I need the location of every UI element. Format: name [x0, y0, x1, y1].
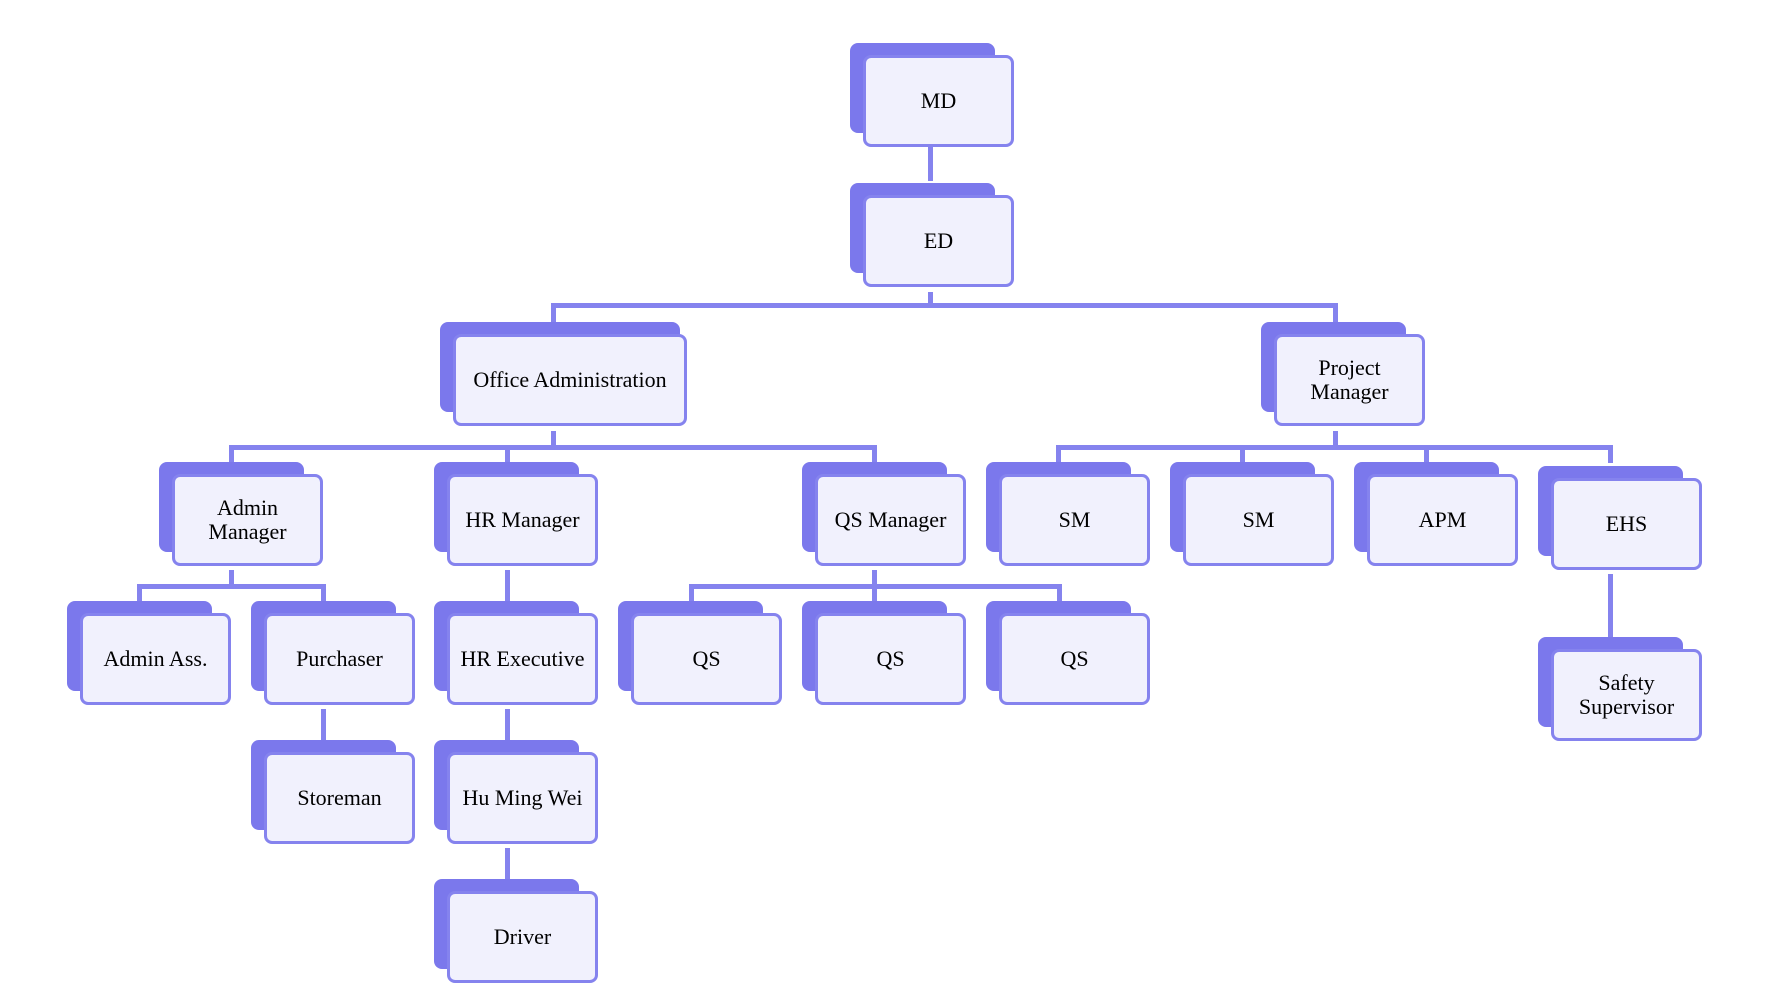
node-label: QS Manager [815, 474, 966, 566]
node-hr-executive: HR Executive [434, 601, 598, 705]
connector-to-purchaser [321, 584, 326, 602]
node-label: QS [815, 613, 966, 705]
connector-hr-manager-hr-executive [505, 570, 510, 602]
connector-to-office-admin [551, 303, 556, 325]
node-label: Project Manager [1274, 334, 1425, 426]
node-storeman: Storeman [251, 740, 415, 844]
connector-to-qs-1 [689, 584, 694, 602]
node-label: MD [863, 55, 1014, 147]
node-label: Admin Manager [172, 474, 323, 566]
connector-to-hr-manager [505, 445, 510, 463]
node-label: Driver [447, 891, 598, 983]
node-admin-ass: Admin Ass. [67, 601, 231, 705]
connector-to-qs-manager [872, 445, 877, 463]
connector-to-admin-ass [137, 584, 142, 602]
connector-ehs-safety-supervisor [1608, 574, 1613, 642]
connector-admin-manager-down [229, 570, 234, 588]
node-admin-manager: Admin Manager [159, 462, 323, 566]
node-label: APM [1367, 474, 1518, 566]
connector-to-sm-1 [1056, 445, 1061, 463]
node-apm: APM [1354, 462, 1518, 566]
node-label: SM [999, 474, 1150, 566]
node-sm-1: SM [986, 462, 1150, 566]
connector-office-admin-bus [229, 445, 877, 450]
connector-admin-manager-bus [137, 584, 326, 589]
node-sm-2: SM [1170, 462, 1334, 566]
connector-to-apm [1424, 445, 1429, 463]
node-project-manager: Project Manager [1261, 322, 1425, 426]
node-label: HR Manager [447, 474, 598, 566]
connector-qs-manager-down [872, 570, 877, 588]
connector-office-admin-down [551, 431, 556, 449]
node-ed: ED [850, 183, 1014, 287]
node-md: MD [850, 43, 1014, 147]
node-office-administration: Office Administration [440, 322, 687, 426]
connector-hu-ming-wei-driver [505, 848, 510, 880]
node-label: ED [863, 195, 1014, 287]
connector-hr-executive-hu-ming-wei [505, 709, 510, 741]
connector-to-project-manager [1333, 303, 1338, 325]
node-label: Safety Supervisor [1551, 649, 1702, 741]
node-qs-manager: QS Manager [802, 462, 966, 566]
connector-to-qs-2 [872, 584, 877, 602]
connector-project-manager-down [1333, 431, 1338, 449]
node-qs-1: QS [618, 601, 782, 705]
node-label: QS [999, 613, 1150, 705]
node-label: HR Executive [447, 613, 598, 705]
node-safety-supervisor: Safety Supervisor [1538, 637, 1702, 741]
node-label: QS [631, 613, 782, 705]
node-purchaser: Purchaser [251, 601, 415, 705]
connector-to-qs-3 [1057, 584, 1062, 602]
node-hr-manager: HR Manager [434, 462, 598, 566]
node-qs-2: QS [802, 601, 966, 705]
node-ehs: EHS [1538, 466, 1702, 570]
node-hu-ming-wei: Hu Ming Wei [434, 740, 598, 844]
connector-to-ehs [1608, 445, 1613, 463]
connector-to-admin-manager [229, 445, 234, 463]
connector-to-sm-2 [1240, 445, 1245, 463]
node-label: Admin Ass. [80, 613, 231, 705]
node-qs-3: QS [986, 601, 1150, 705]
node-label: SM [1183, 474, 1334, 566]
node-label: EHS [1551, 478, 1702, 570]
connector-ed-down [928, 292, 933, 307]
node-label: Purchaser [264, 613, 415, 705]
node-label: Hu Ming Wei [447, 752, 598, 844]
connector-md-ed [928, 145, 933, 181]
node-label: Storeman [264, 752, 415, 844]
node-driver: Driver [434, 879, 598, 983]
node-label: Office Administration [453, 334, 687, 426]
connector-purchaser-storeman [321, 709, 326, 741]
connector-ed-bus [551, 303, 1338, 308]
connector-project-manager-bus [1056, 445, 1613, 450]
